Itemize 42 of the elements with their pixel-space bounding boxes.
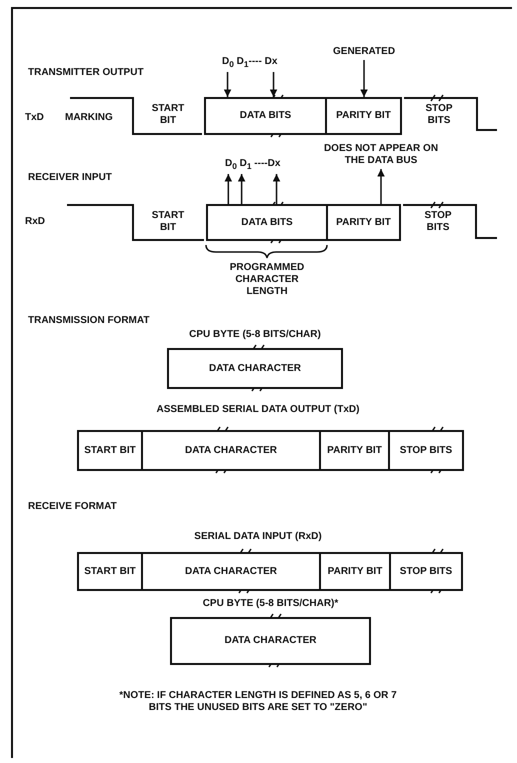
frame-cell: PARITY BIT bbox=[319, 430, 390, 471]
footnote: *NOTE: IF CHARACTER LENGTH IS DEFINED AS 5, 6 OR 7 BITS THE UNUSED BITS ARE SET TO "ZERO" bbox=[118, 690, 398, 714]
bit-label: STOP BITS bbox=[424, 103, 454, 127]
signal-name: TxD bbox=[25, 112, 44, 124]
frame-cell: STOP BITS bbox=[389, 552, 463, 591]
bit-label: STOP BITS bbox=[423, 210, 453, 234]
annotation-text: D$_{0}$ D$_{1}$---- Dx bbox=[222, 56, 278, 70]
frame-cell: DATA CHARACTER bbox=[170, 617, 371, 665]
arrow bbox=[270, 72, 278, 97]
frame-heading: SERIAL DATA INPUT (RxD) bbox=[194, 531, 322, 543]
section-heading: TRANSMITTER OUTPUT bbox=[28, 67, 144, 79]
frame-heading: CPU BYTE (5-8 BITS/CHAR) bbox=[189, 329, 321, 341]
frame-heading: CPU BYTE (5-8 BITS/CHAR)* bbox=[202, 598, 338, 610]
waveform-box: PARITY BIT bbox=[326, 204, 401, 241]
waveform-box: PARITY BIT bbox=[325, 97, 402, 135]
frame-cell: START BIT bbox=[77, 430, 143, 471]
section-heading: RECEIVE FORMAT bbox=[28, 501, 117, 513]
annotation-text: D$_{0}$ D$_{1}$ ----Dx bbox=[225, 158, 280, 172]
annotation-text: GENERATED bbox=[333, 46, 396, 58]
arrow bbox=[360, 60, 368, 97]
bit-label: START BIT bbox=[150, 103, 186, 127]
arrow bbox=[377, 169, 385, 204]
signal-name: RxD bbox=[25, 216, 46, 228]
brace-label: PROGRAMMED CHARACTER LENGTH bbox=[228, 262, 306, 298]
section-heading: TRANSMISSION FORMAT bbox=[28, 315, 150, 327]
arrow bbox=[238, 174, 246, 204]
bit-label: MARKING bbox=[65, 112, 113, 124]
bit-label: START BIT bbox=[150, 210, 186, 234]
frame-cell: DATA CHARACTER bbox=[167, 348, 343, 389]
frame-cell: DATA CHARACTER bbox=[141, 552, 321, 591]
frame-cell: START BIT bbox=[77, 552, 143, 591]
arrow bbox=[272, 174, 280, 204]
waveform-box: DATA BITS bbox=[206, 204, 328, 241]
frame-cell: STOP BITS bbox=[388, 430, 464, 471]
frame-heading: ASSEMBLED SERIAL DATA OUTPUT (TxD) bbox=[156, 404, 360, 416]
annotation-text: DOES NOT APPEAR ON THE DATA BUS bbox=[316, 143, 446, 167]
frame-cell: DATA CHARACTER bbox=[141, 430, 321, 471]
waveform-box: DATA BITS bbox=[204, 97, 327, 135]
frame-cell: PARITY BIT bbox=[319, 552, 391, 591]
arrow bbox=[224, 174, 232, 204]
section-heading: RECEIVER INPUT bbox=[28, 172, 112, 184]
arrow bbox=[224, 72, 232, 97]
